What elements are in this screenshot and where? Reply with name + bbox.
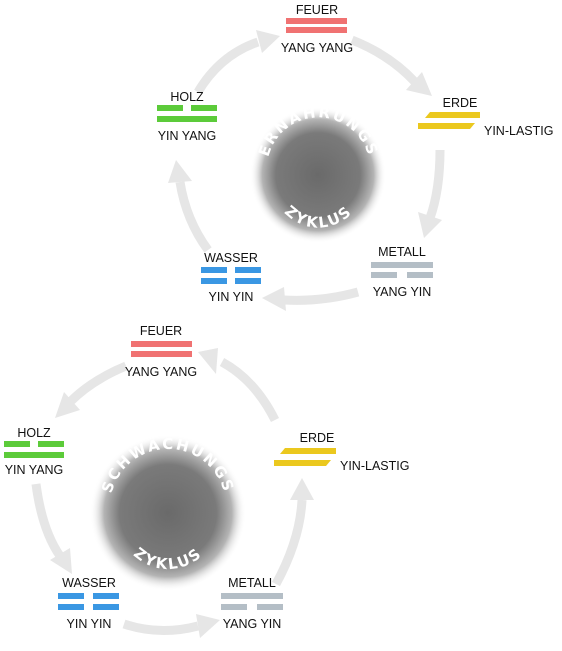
metal-line-top	[371, 262, 433, 268]
element-water: WASSER YIN YIN	[58, 576, 119, 631]
water-line-bottom-right	[235, 278, 261, 284]
element-earth-name: ERDE	[443, 96, 478, 110]
arrow-earth-to-fire	[198, 348, 280, 423]
water-line-top-left	[201, 267, 227, 273]
element-water-name: WASSER	[204, 251, 258, 265]
element-earth-polarity: YIN-LASTIG	[340, 459, 409, 473]
fire-line-top	[286, 18, 347, 24]
water-line-top-right	[235, 267, 261, 273]
arrow-metal-to-water	[262, 287, 360, 311]
wood-line-bottom	[4, 452, 64, 458]
metal-line-top	[221, 593, 283, 599]
wood-line-top-right	[38, 441, 64, 447]
arrow-fire-to-earth	[350, 35, 432, 96]
element-water-polarity: YIN YIN	[209, 290, 254, 304]
element-metal: METALL YANG YIN	[371, 245, 433, 299]
element-water-polarity: YIN YIN	[67, 617, 112, 631]
weakening-cycle: SCHWÄCHUNGS ZYKLUS FEUER	[4, 324, 409, 638]
earth-line-top	[280, 448, 336, 454]
element-wood-name: HOLZ	[17, 426, 51, 440]
water-line-top-left	[58, 593, 84, 599]
element-earth: ERDE YIN-LASTIG	[418, 96, 553, 138]
element-earth-name: ERDE	[300, 431, 335, 445]
arrow-earth-to-metal	[418, 149, 445, 238]
metal-line-bottom-left	[221, 604, 247, 610]
element-fire-name: FEUER	[296, 3, 338, 17]
metal-line-bottom-left	[371, 272, 397, 278]
wood-line-bottom	[157, 116, 217, 122]
arrow-wood-to-fire	[194, 30, 280, 95]
wood-line-top-right	[191, 105, 217, 111]
arrow-fire-to-wood	[55, 361, 128, 418]
element-metal-polarity: YANG YIN	[223, 617, 282, 631]
fire-line-top	[131, 341, 192, 347]
element-wood: HOLZ YIN YANG	[4, 426, 64, 477]
arrow-water-to-metal	[122, 614, 220, 638]
element-water: WASSER YIN YIN	[201, 251, 261, 304]
element-fire-name: FEUER	[140, 324, 182, 338]
metal-line-bottom-right	[407, 272, 433, 278]
earth-line-bottom	[418, 123, 475, 129]
nourishing-cycle: ERNÄHRUNGS ZYKLUS FEUER	[157, 3, 553, 311]
fire-line-bottom	[286, 27, 347, 33]
element-water-name: WASSER	[62, 576, 116, 590]
fire-line-bottom	[131, 351, 192, 357]
element-wood-polarity: YIN YANG	[5, 463, 64, 477]
earth-line-top	[425, 112, 480, 118]
element-fire: FEUER YANG YANG	[281, 3, 353, 55]
element-wood-polarity: YIN YANG	[158, 129, 217, 143]
element-fire-polarity: YANG YANG	[281, 41, 353, 55]
cycle-center-disc	[90, 435, 246, 591]
element-metal: METALL YANG YIN	[221, 576, 283, 631]
element-fire: FEUER YANG YANG	[125, 324, 197, 379]
arrow-wood-to-water	[31, 483, 72, 574]
element-wood-name: HOLZ	[170, 90, 204, 104]
element-earth: ERDE YIN-LASTIG	[274, 431, 409, 473]
element-fire-polarity: YANG YANG	[125, 365, 197, 379]
element-metal-name: METALL	[228, 576, 276, 590]
arrow-water-to-wood	[168, 160, 212, 253]
water-line-bottom-left	[201, 278, 227, 284]
metal-line-bottom-right	[257, 604, 283, 610]
water-line-bottom-right	[93, 604, 119, 610]
arrow-metal-to-earth	[272, 478, 314, 587]
water-line-bottom-left	[58, 604, 84, 610]
earth-line-bottom	[274, 460, 331, 466]
element-earth-polarity: YIN-LASTIG	[484, 124, 553, 138]
element-metal-polarity: YANG YIN	[373, 285, 432, 299]
cycle-center-disc	[250, 107, 386, 243]
element-wood: HOLZ YIN YANG	[157, 90, 217, 143]
wood-line-top-left	[157, 105, 183, 111]
water-line-top-right	[93, 593, 119, 599]
wood-line-top-left	[4, 441, 30, 447]
element-metal-name: METALL	[378, 245, 426, 259]
